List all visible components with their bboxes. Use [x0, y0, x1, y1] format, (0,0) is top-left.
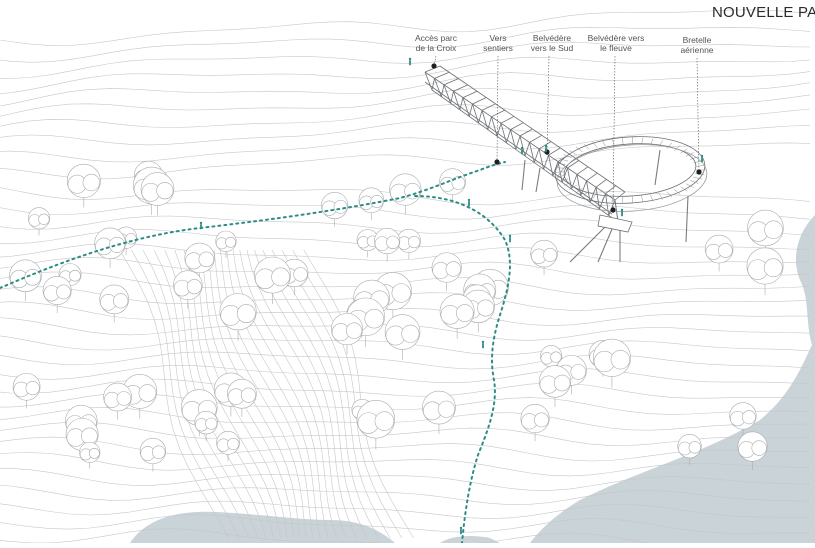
- tree-crown-lobe: [334, 200, 347, 213]
- tree-crown-lobe: [346, 323, 362, 339]
- callout-marker: [494, 159, 499, 164]
- label-line: Bretelle: [672, 35, 722, 45]
- tree-crown-lobe: [113, 294, 127, 308]
- tree-crown-lobe: [117, 392, 131, 406]
- person-figure: [409, 58, 411, 65]
- label-line: vers le Sud: [526, 43, 578, 53]
- tree-crown-lobe: [554, 375, 570, 391]
- label-vers-sentiers: Vers sentiers: [478, 33, 518, 53]
- label-line: sentiers: [478, 43, 518, 53]
- tree-crown-lobe: [26, 381, 40, 395]
- label-belvedere-sud: Belvédère vers le Sud: [526, 33, 578, 53]
- tree-crown-lobe: [689, 441, 701, 453]
- tree-crown-lobe: [534, 413, 548, 427]
- tree-crown-lobe: [139, 385, 156, 402]
- tree-crown-lobe: [387, 236, 400, 249]
- tree-crown-lobe: [611, 350, 630, 369]
- tree-crown-lobe: [187, 279, 201, 293]
- tree-crown-lobe: [571, 364, 586, 379]
- tree-crown-lobe: [477, 300, 493, 316]
- person-figure: [200, 222, 202, 229]
- person-body: [409, 60, 411, 65]
- tree-crown-lobe: [402, 325, 419, 342]
- label-line: Vers: [478, 33, 518, 43]
- tree-crown-lobe: [294, 267, 308, 281]
- callout-marker: [696, 169, 701, 174]
- tree-crown-lobe: [109, 237, 124, 252]
- person-body: [200, 224, 202, 229]
- person-figure: [521, 147, 523, 154]
- label-line: le fleuve: [584, 43, 648, 53]
- person-body: [509, 237, 511, 242]
- tree-crown-lobe: [241, 388, 256, 403]
- tree-crown-lobe: [408, 236, 420, 248]
- label-belvedere-fleuve: Belvédère vers le fleuve: [584, 33, 648, 53]
- tree-crown-lobe: [392, 284, 411, 303]
- person-figure: [621, 209, 623, 216]
- person-body: [460, 529, 462, 534]
- tree-crown-lobe: [227, 438, 239, 450]
- tree-crown-lobe: [543, 248, 556, 261]
- label-bretelle: Bretelle aérienne: [672, 35, 722, 55]
- label-line: Accès parc: [408, 33, 464, 43]
- label-line: Belvédère: [526, 33, 578, 43]
- person-head: [200, 222, 202, 224]
- tree-crown-lobe: [152, 446, 165, 459]
- person-head: [701, 155, 703, 157]
- tree-crown-lobe: [126, 233, 137, 244]
- callout-marker: [610, 207, 615, 212]
- tree-crown-lobe: [752, 441, 767, 456]
- tree-crown-lobe: [375, 412, 394, 431]
- label-line: de la Croix: [408, 43, 464, 53]
- tree-crown-lobe: [199, 252, 214, 267]
- tree-crown-lobe: [83, 174, 100, 191]
- page-title: NOUVELLE PAS: [712, 4, 815, 21]
- label-line: aérienne: [672, 45, 722, 55]
- tree-crown-lobe: [56, 285, 70, 299]
- tree-crown-lobe: [69, 270, 80, 281]
- label-acces-parc: Accès parc de la Croix: [408, 33, 464, 53]
- person-head: [460, 527, 462, 529]
- tree-crown-lobe: [764, 259, 782, 277]
- person-body: [545, 147, 547, 152]
- person-head: [409, 58, 411, 60]
- callout-marker: [431, 63, 436, 68]
- person-body: [468, 201, 470, 206]
- tree-crown-lobe: [405, 183, 421, 199]
- person-head: [509, 235, 511, 237]
- person-figure: [468, 199, 470, 206]
- person-body: [482, 343, 484, 348]
- tree-crown-lobe: [446, 262, 461, 277]
- tree-crown-lobe: [38, 214, 49, 225]
- tree-crown-lobe: [456, 305, 473, 322]
- person-body: [701, 157, 703, 162]
- tree-crown-lobe: [765, 221, 783, 239]
- tree-crown-lobe: [157, 182, 173, 198]
- person-head: [521, 147, 523, 149]
- label-line: Belvédère vers: [584, 33, 648, 43]
- person-figure: [701, 155, 703, 162]
- tree-crown-lobe: [206, 418, 217, 429]
- person-figure: [482, 341, 484, 348]
- tree-crown-lobe: [718, 243, 732, 257]
- person-figure: [509, 235, 511, 242]
- person-figure: [460, 527, 462, 534]
- tree-crown-lobe: [742, 411, 755, 424]
- person-head: [545, 145, 547, 147]
- tree-crown-lobe: [81, 428, 97, 444]
- person-figure: [545, 145, 547, 152]
- tree-crown-lobe: [89, 448, 99, 458]
- tree-crown-lobe: [225, 237, 235, 247]
- person-body: [621, 211, 623, 216]
- tree-crown-lobe: [237, 304, 255, 322]
- person-head: [621, 209, 623, 211]
- person-body: [521, 149, 523, 154]
- tree-crown-lobe: [365, 309, 384, 328]
- tree-crown-lobe: [272, 268, 290, 286]
- person-head: [468, 199, 470, 201]
- tree-crown-lobe: [438, 401, 454, 417]
- person-head: [482, 341, 484, 343]
